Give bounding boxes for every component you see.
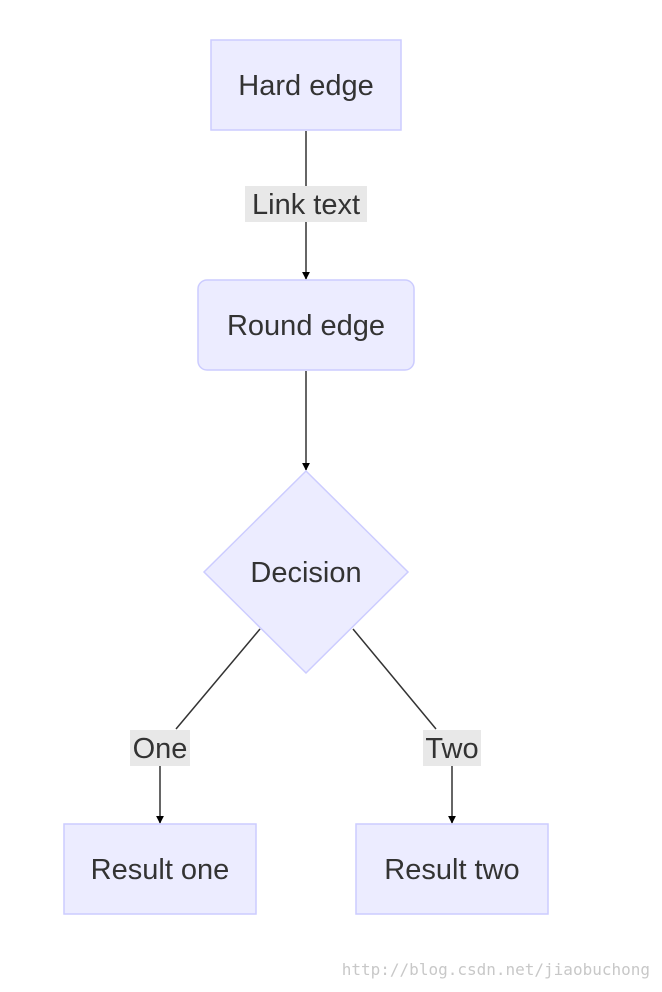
edge-label-two: Two — [423, 730, 481, 766]
edge-decision-to-result-two — [352, 628, 456, 824]
edge-label-bg — [245, 186, 367, 222]
node-result-one: Result one — [63, 823, 257, 915]
node-box — [197, 279, 415, 371]
node-box — [63, 823, 257, 915]
edge-label-bg — [423, 730, 481, 766]
node-decision: Decision — [202, 469, 410, 675]
edge-decision-to-result-one — [156, 628, 261, 824]
edge-label-bg — [130, 730, 190, 766]
edge-label-text: Two — [425, 733, 478, 765]
node-label: Hard edge — [238, 70, 373, 102]
node-label: Decision — [250, 557, 361, 589]
edge-label-text: One — [133, 733, 188, 765]
edge-label-text: Link text — [252, 189, 360, 221]
decision-diamond — [202, 469, 410, 675]
node-label: Result two — [384, 854, 519, 886]
node-label: Result one — [91, 854, 230, 886]
edge-label-link-text: Link text — [245, 186, 367, 222]
edge-line — [175, 628, 261, 730]
watermark: http://blog.csdn.net/jiaobuchong — [341, 960, 650, 979]
node-result-two: Result two — [355, 823, 549, 915]
node-round-edge: Round edge — [197, 279, 415, 371]
node-hard-edge: Hard edge — [210, 39, 402, 131]
node-box — [355, 823, 549, 915]
edge-label-one: One — [130, 730, 190, 766]
node-box — [210, 39, 402, 131]
node-label: Round edge — [227, 310, 385, 342]
edge-line — [352, 628, 437, 730]
